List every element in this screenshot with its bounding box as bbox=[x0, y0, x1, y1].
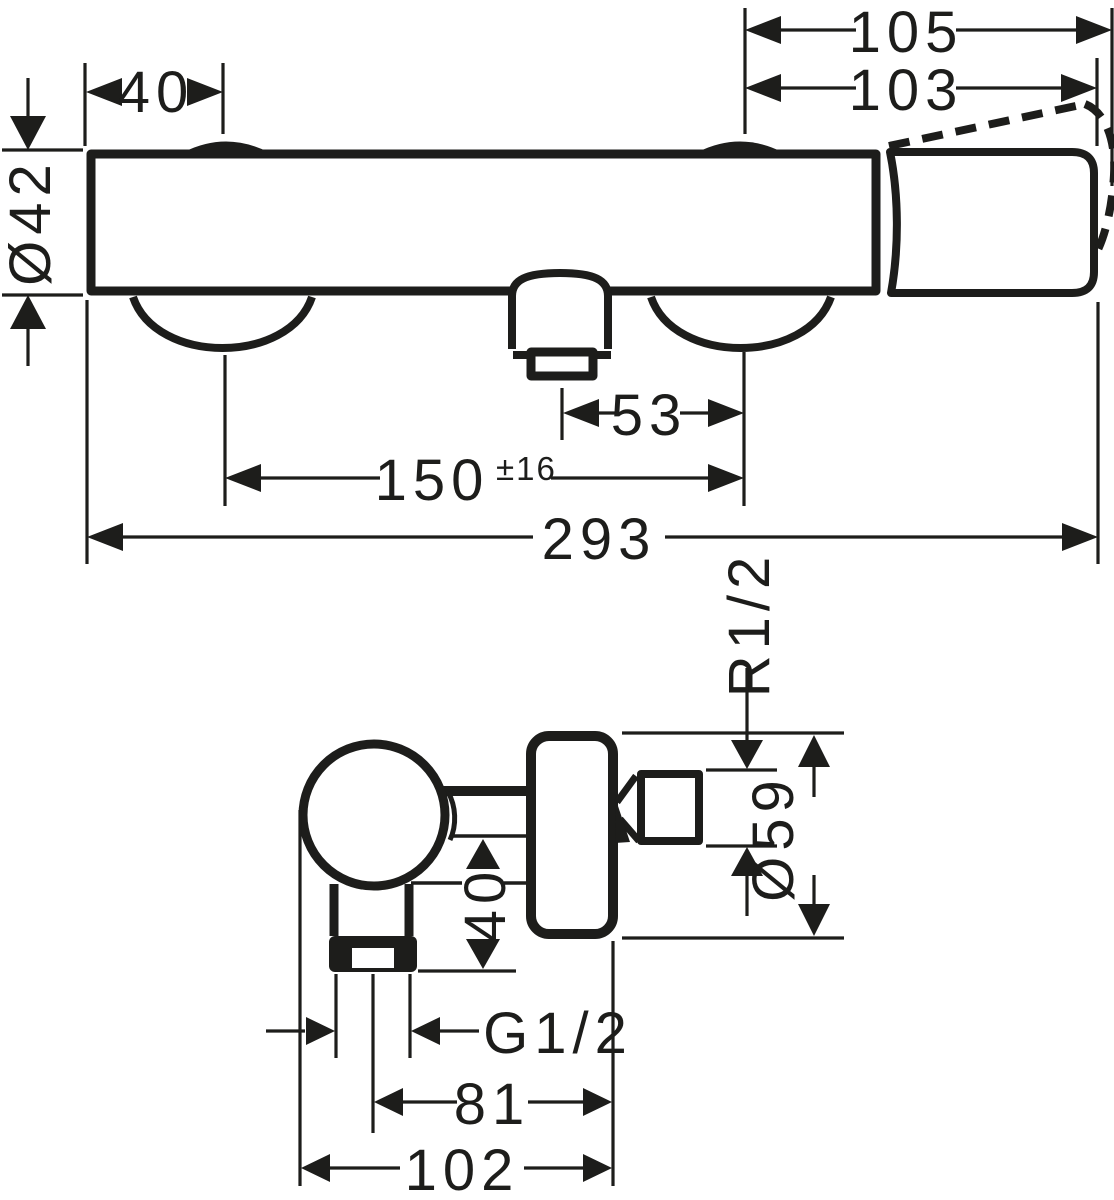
arrowhead bbox=[731, 847, 763, 876]
dim-dia42-label: Ø42 bbox=[0, 158, 63, 286]
arrowhead bbox=[583, 1088, 612, 1116]
arrowhead bbox=[466, 839, 500, 869]
wall-escutcheon-side bbox=[526, 731, 618, 939]
dim-outlet-projection: 81 bbox=[371, 941, 615, 1186]
arrowhead bbox=[563, 399, 599, 427]
dim-81-label: 81 bbox=[454, 1072, 531, 1137]
dim-outlet-to-inlet: 53 bbox=[560, 383, 744, 448]
hose-nut-opening bbox=[352, 948, 394, 968]
arrowhead bbox=[1076, 16, 1112, 44]
dim-150-label: 150 bbox=[375, 448, 490, 513]
dim-53-label: 53 bbox=[611, 383, 688, 448]
arrowhead bbox=[745, 74, 781, 102]
arrowhead bbox=[708, 399, 744, 427]
arrowhead bbox=[86, 78, 122, 106]
dim-overall-projection: 102 bbox=[298, 810, 612, 1200]
dim-102-label: 102 bbox=[405, 1138, 520, 1200]
arrowhead bbox=[306, 1017, 335, 1045]
arrowhead bbox=[225, 464, 261, 492]
dim-handle-reach: 103 bbox=[745, 58, 1099, 146]
dim-dia59-label: Ø59 bbox=[741, 774, 806, 902]
dim-left-inlet-offset: 40 bbox=[83, 60, 225, 146]
arrowhead bbox=[1061, 74, 1097, 102]
arrowhead bbox=[87, 523, 123, 551]
nipple-root-wedge bbox=[615, 800, 630, 843]
dim-inlet-spacing: 150 ±16 bbox=[223, 352, 746, 513]
dim-body-diameter: Ø42 bbox=[0, 78, 83, 366]
arrowhead bbox=[187, 78, 223, 106]
outlet-body-fill bbox=[512, 273, 608, 349]
dim-40-front-label: 40 bbox=[118, 60, 195, 125]
left-escutcheon-arc bbox=[129, 295, 316, 352]
dim-handle-reach-open: 105 bbox=[743, 0, 1114, 186]
end-cap-lip-arc bbox=[445, 790, 458, 842]
dim-hose-thread: G1/2 bbox=[266, 974, 633, 1066]
dim-105-label: 105 bbox=[849, 0, 964, 65]
outlet-body-front bbox=[508, 268, 612, 349]
wall-connection-nipple bbox=[637, 770, 703, 845]
body-end-cap-circle bbox=[298, 739, 450, 891]
front-view bbox=[86, 100, 1114, 381]
nipple-taper-top bbox=[614, 773, 639, 805]
arrowhead bbox=[374, 1088, 403, 1116]
outlet-hose-nut-front bbox=[526, 347, 598, 381]
arrowhead bbox=[10, 295, 46, 329]
lever-handle bbox=[886, 148, 1098, 297]
dim-40-side-label: 40 bbox=[453, 866, 518, 943]
dim-293-label: 293 bbox=[542, 507, 657, 572]
dim-overall-width: 293 bbox=[85, 300, 1100, 572]
dim-escutcheon-diameter: Ø59 bbox=[622, 731, 844, 940]
dim-outlet-drop: 40 bbox=[418, 839, 518, 973]
handle-open-position-dashed bbox=[888, 100, 1114, 260]
left-escutcheon-top bbox=[184, 141, 268, 152]
arrowhead bbox=[301, 1154, 330, 1182]
side-view bbox=[298, 731, 703, 972]
arrowhead bbox=[1062, 523, 1098, 551]
arrowhead bbox=[731, 740, 763, 769]
arrowhead bbox=[708, 464, 744, 492]
arrowhead bbox=[583, 1154, 612, 1182]
dim-150-tolerance-label: ±16 bbox=[496, 450, 557, 487]
dim-103-label: 103 bbox=[849, 58, 964, 123]
front-view-dimensions: 105 103 40 Ø42 bbox=[0, 0, 1114, 572]
right-escutcheon-top bbox=[698, 141, 782, 152]
arrowhead bbox=[10, 116, 46, 150]
arrowhead bbox=[798, 904, 830, 936]
arrowhead bbox=[745, 16, 781, 44]
right-escutcheon-arc bbox=[647, 295, 835, 352]
side-view-dimensions: R1/2 Ø59 40 bbox=[266, 551, 844, 1200]
arrowhead bbox=[798, 735, 830, 767]
arrowhead bbox=[466, 939, 500, 969]
arrowhead bbox=[411, 1017, 440, 1045]
dim-r12-label: R1/2 bbox=[717, 551, 782, 698]
dim-wall-thread: R1/2 bbox=[706, 551, 782, 916]
mixer-body-bar bbox=[86, 149, 881, 296]
dim-g12-label: G1/2 bbox=[483, 1001, 633, 1066]
